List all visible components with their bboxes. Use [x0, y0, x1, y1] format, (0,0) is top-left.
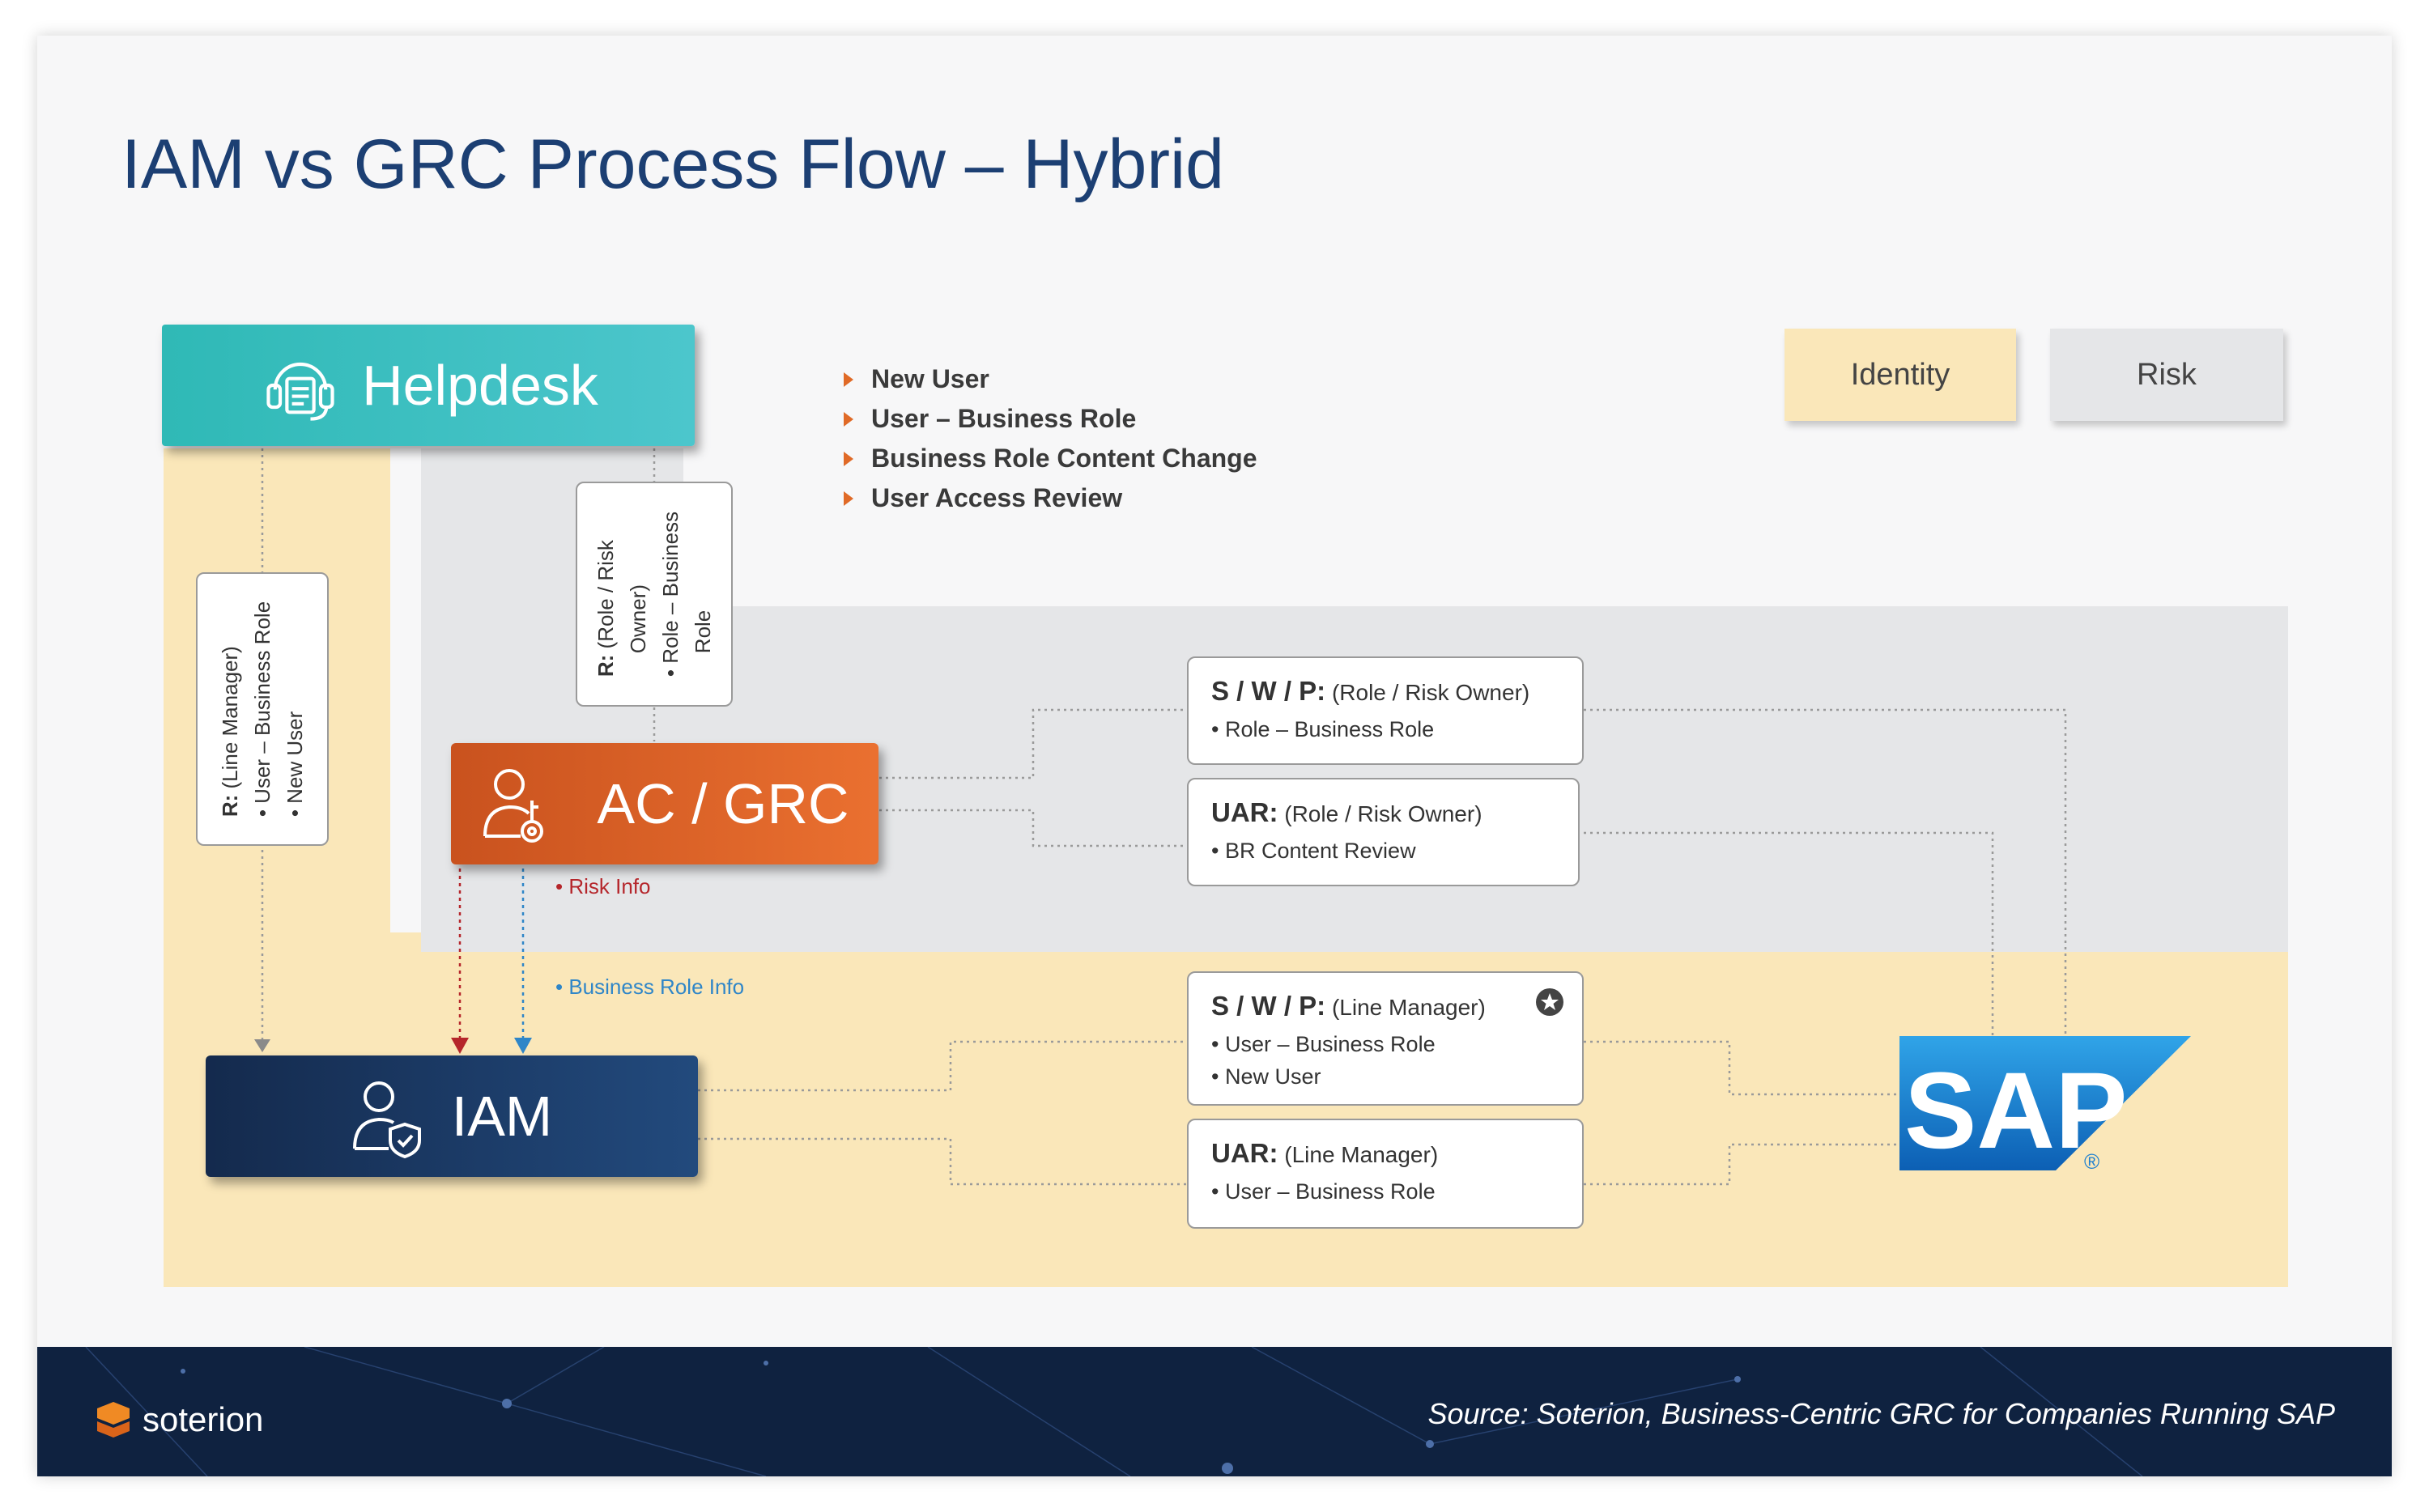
network-background: [85, 1347, 2143, 1476]
list-item: User Access Review: [844, 478, 1257, 518]
list-item: Business Role Content Change: [844, 439, 1257, 478]
headset-icon: [266, 362, 334, 421]
triangle-bullet-icon: [844, 451, 853, 466]
connectors: [254, 448, 2067, 1186]
slide: IAM vs GRC Process Flow – Hybrid: [37, 36, 2392, 1476]
svg-text:SAP: SAP: [1904, 1051, 2128, 1171]
acgrc-node: AC / GRC: [451, 743, 878, 864]
sap-logo: SAP ®: [1899, 1036, 2191, 1174]
user-shield-icon: [352, 1081, 421, 1158]
triangle-bullet-icon: [844, 411, 853, 427]
star-badge-icon: [1536, 988, 1563, 1016]
user-key-icon: [483, 769, 544, 843]
source-caption: Source: Soterion, Business-Centric GRC f…: [1427, 1397, 2336, 1430]
legend-risk: Risk: [2050, 329, 2283, 421]
footer: soterion Source: Soterion, Business-Cent…: [37, 1347, 2392, 1476]
grc-uar-card: UAR: (Role / Risk Owner) • BR Content Re…: [1187, 778, 1580, 886]
role-owner-card: R: (Role / Risk Owner) • Role – Business…: [576, 482, 733, 707]
list-item: New User: [844, 359, 1257, 399]
svg-text:®: ®: [2084, 1149, 2099, 1174]
iam-uar-card: UAR: (Line Manager) • User – Business Ro…: [1187, 1119, 1584, 1229]
business-role-info-label: • Business Role Info: [555, 975, 745, 999]
helpdesk-node: Helpdesk: [162, 325, 695, 446]
brand-name: soterion: [143, 1400, 264, 1438]
helpdesk-label: Helpdesk: [362, 354, 598, 417]
flow-type-list: New User User – Business Role Business R…: [844, 359, 1257, 518]
page-title: IAM vs GRC Process Flow – Hybrid: [121, 125, 1224, 203]
iam-node: IAM: [206, 1055, 698, 1177]
iam-label: IAM: [451, 1085, 553, 1148]
iam-swp-card: S / W / P: (Line Manager) • User – Busin…: [1187, 971, 1584, 1106]
legend-identity: Identity: [1785, 329, 2016, 421]
soterion-logo-icon: [97, 1402, 130, 1438]
list-item: User – Business Role: [844, 399, 1257, 439]
triangle-bullet-icon: [844, 372, 853, 387]
risk-info-label: • Risk Info: [555, 874, 651, 898]
grc-swp-card: S / W / P: (Role / Risk Owner) • Role – …: [1187, 656, 1584, 765]
triangle-bullet-icon: [844, 491, 853, 506]
acgrc-label: AC / GRC: [597, 772, 849, 835]
line-manager-card: R: (Line Manager) • User – Business Role…: [196, 572, 329, 846]
